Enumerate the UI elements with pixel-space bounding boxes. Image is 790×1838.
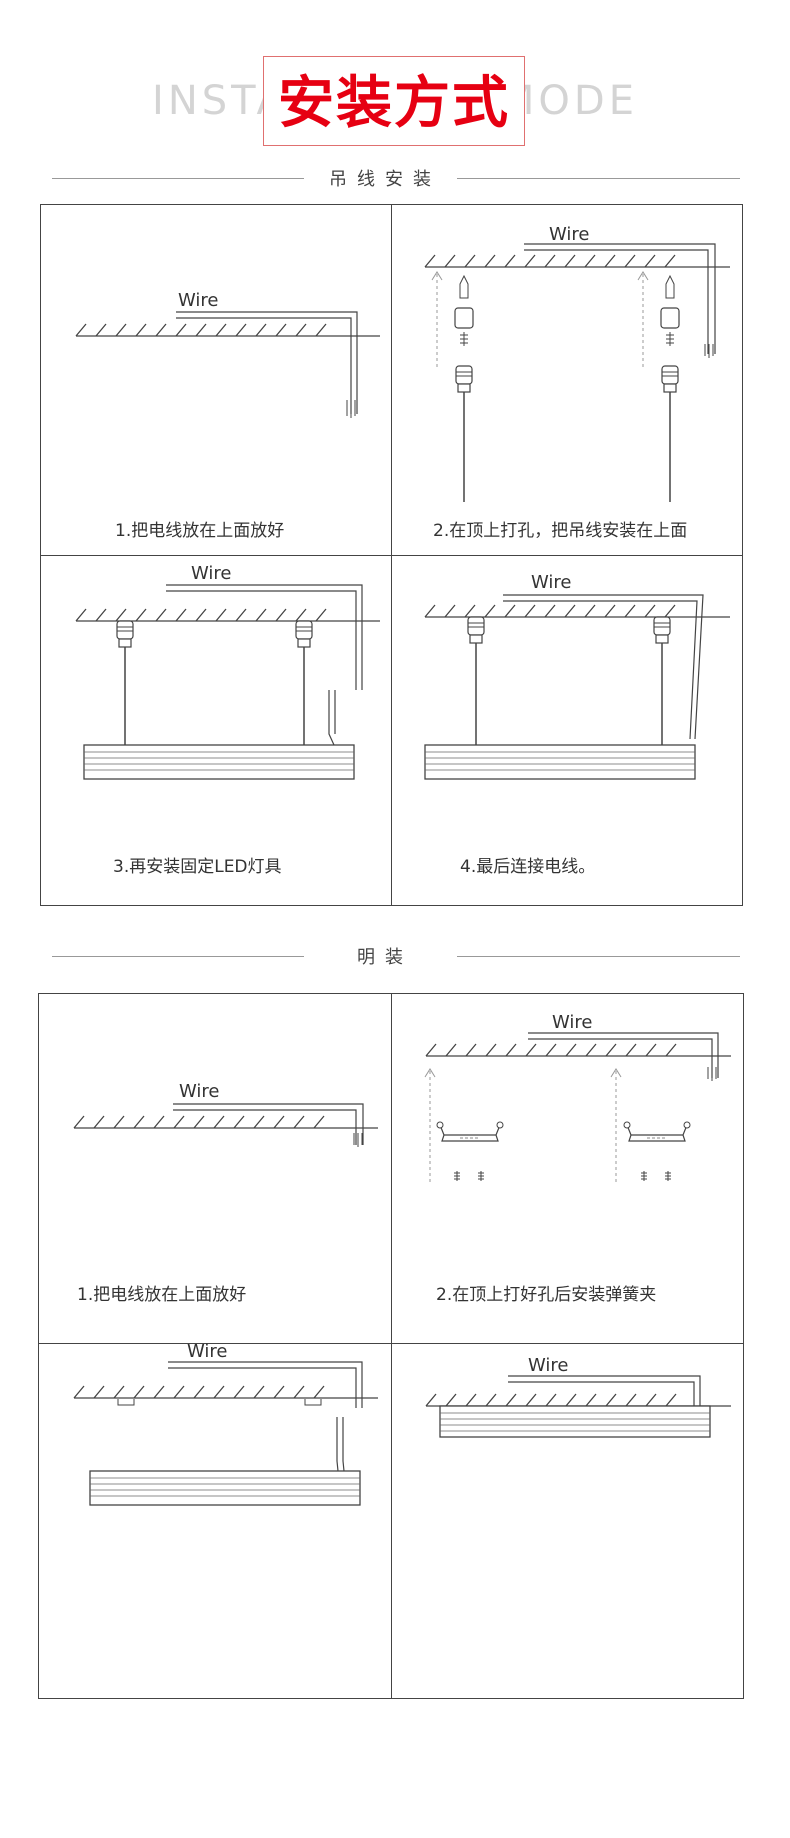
section-title-hanging: 吊线安装 — [329, 169, 441, 190]
step-caption-4: 4.最后连接电线。 — [460, 857, 596, 877]
section-divider-right — [457, 956, 740, 957]
wire-label: Wire — [531, 572, 571, 593]
section-title-surface: 明装 — [357, 947, 413, 968]
step-caption-1: 1.把电线放在上面放好 — [77, 1285, 247, 1305]
wire-label: Wire — [179, 1081, 219, 1102]
wire-label: Wire — [528, 1355, 568, 1376]
wire-label: Wire — [178, 290, 218, 311]
surface-install-illustration: Wire Wire Wire Wire — [73, 1012, 731, 1506]
step-caption-2: 2.在顶上打好孔后安装弹簧夹 — [436, 1285, 657, 1305]
section-divider-left — [52, 178, 304, 179]
section-divider-left — [52, 956, 304, 957]
step-caption-2: 2.在顶上打孔，把吊线安装在上面 — [433, 521, 688, 541]
page-title: 安装方式 — [278, 71, 510, 136]
hanging-install-illustration: Wire Wire Wire Wire — [75, 224, 730, 780]
section-divider-right — [457, 178, 740, 179]
step-caption-1: 1.把电线放在上面放好 — [115, 521, 285, 541]
wire-label: Wire — [191, 563, 231, 584]
step-caption-3: 3.再安装固定LED灯具 — [113, 857, 282, 877]
wire-label: Wire — [187, 1341, 227, 1362]
title-frame — [263, 56, 525, 146]
wire-label: Wire — [549, 224, 589, 245]
wire-label: Wire — [552, 1012, 592, 1033]
